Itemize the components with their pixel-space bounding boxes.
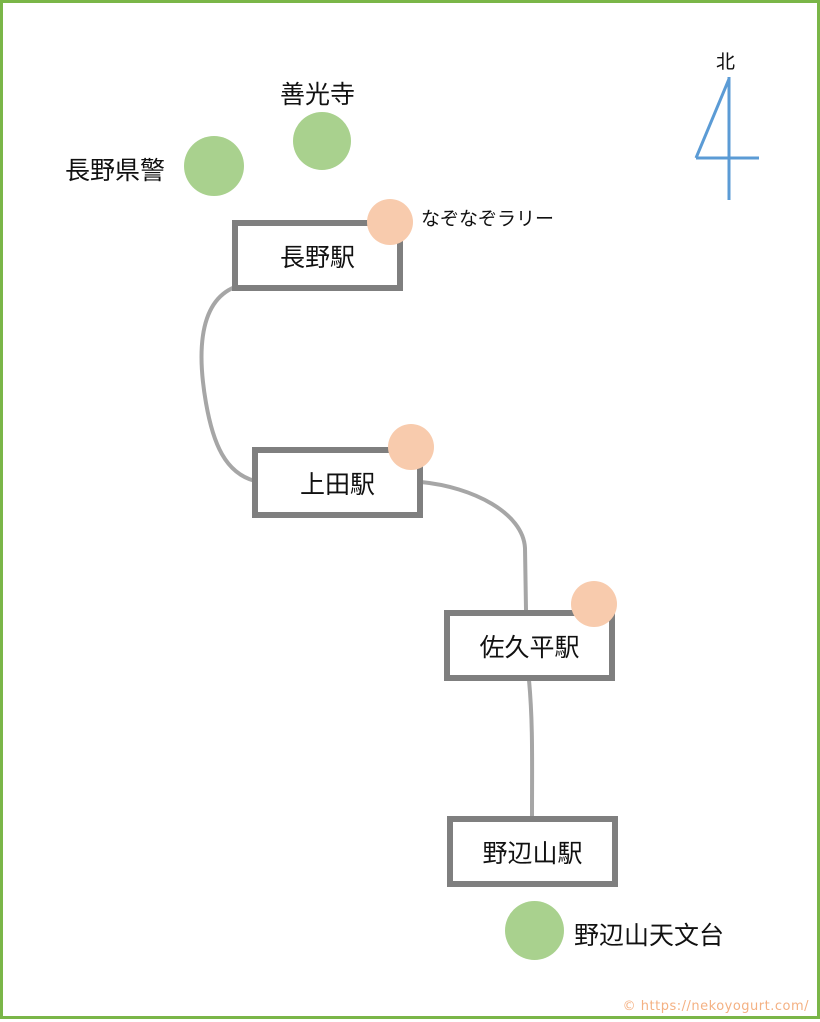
landmark-marker-zenkoji (293, 112, 351, 170)
event-marker-sakudaira (571, 581, 617, 627)
event-marker-rally (367, 199, 413, 245)
landmark-marker-observatory (505, 901, 564, 960)
landmark-marker-police (184, 136, 244, 196)
event-marker-ueda (388, 424, 434, 470)
station-nagano: 長野駅 (232, 220, 403, 291)
route-line-nagano-ueda (199, 285, 256, 483)
landmark-label-police: 長野県警 (65, 156, 166, 185)
event-label-rally: なぞなぞラリー (421, 208, 555, 230)
route-line-ueda-sakudaira (420, 480, 528, 611)
compass-diagonal (694, 78, 731, 159)
landmark-label-observatory: 野辺山天文台 (574, 921, 725, 950)
station-nobeyama: 野辺山駅 (447, 816, 618, 887)
landmark-label-zenkoji: 善光寺 (280, 80, 356, 109)
route-line-sakudaira-nobeyama (527, 679, 535, 817)
route-lines (199, 77, 759, 817)
copyright-credit: © https://nekoyogurt.com/ (622, 999, 809, 1014)
compass-north-label: 北 (716, 51, 736, 73)
compass (694, 77, 759, 200)
